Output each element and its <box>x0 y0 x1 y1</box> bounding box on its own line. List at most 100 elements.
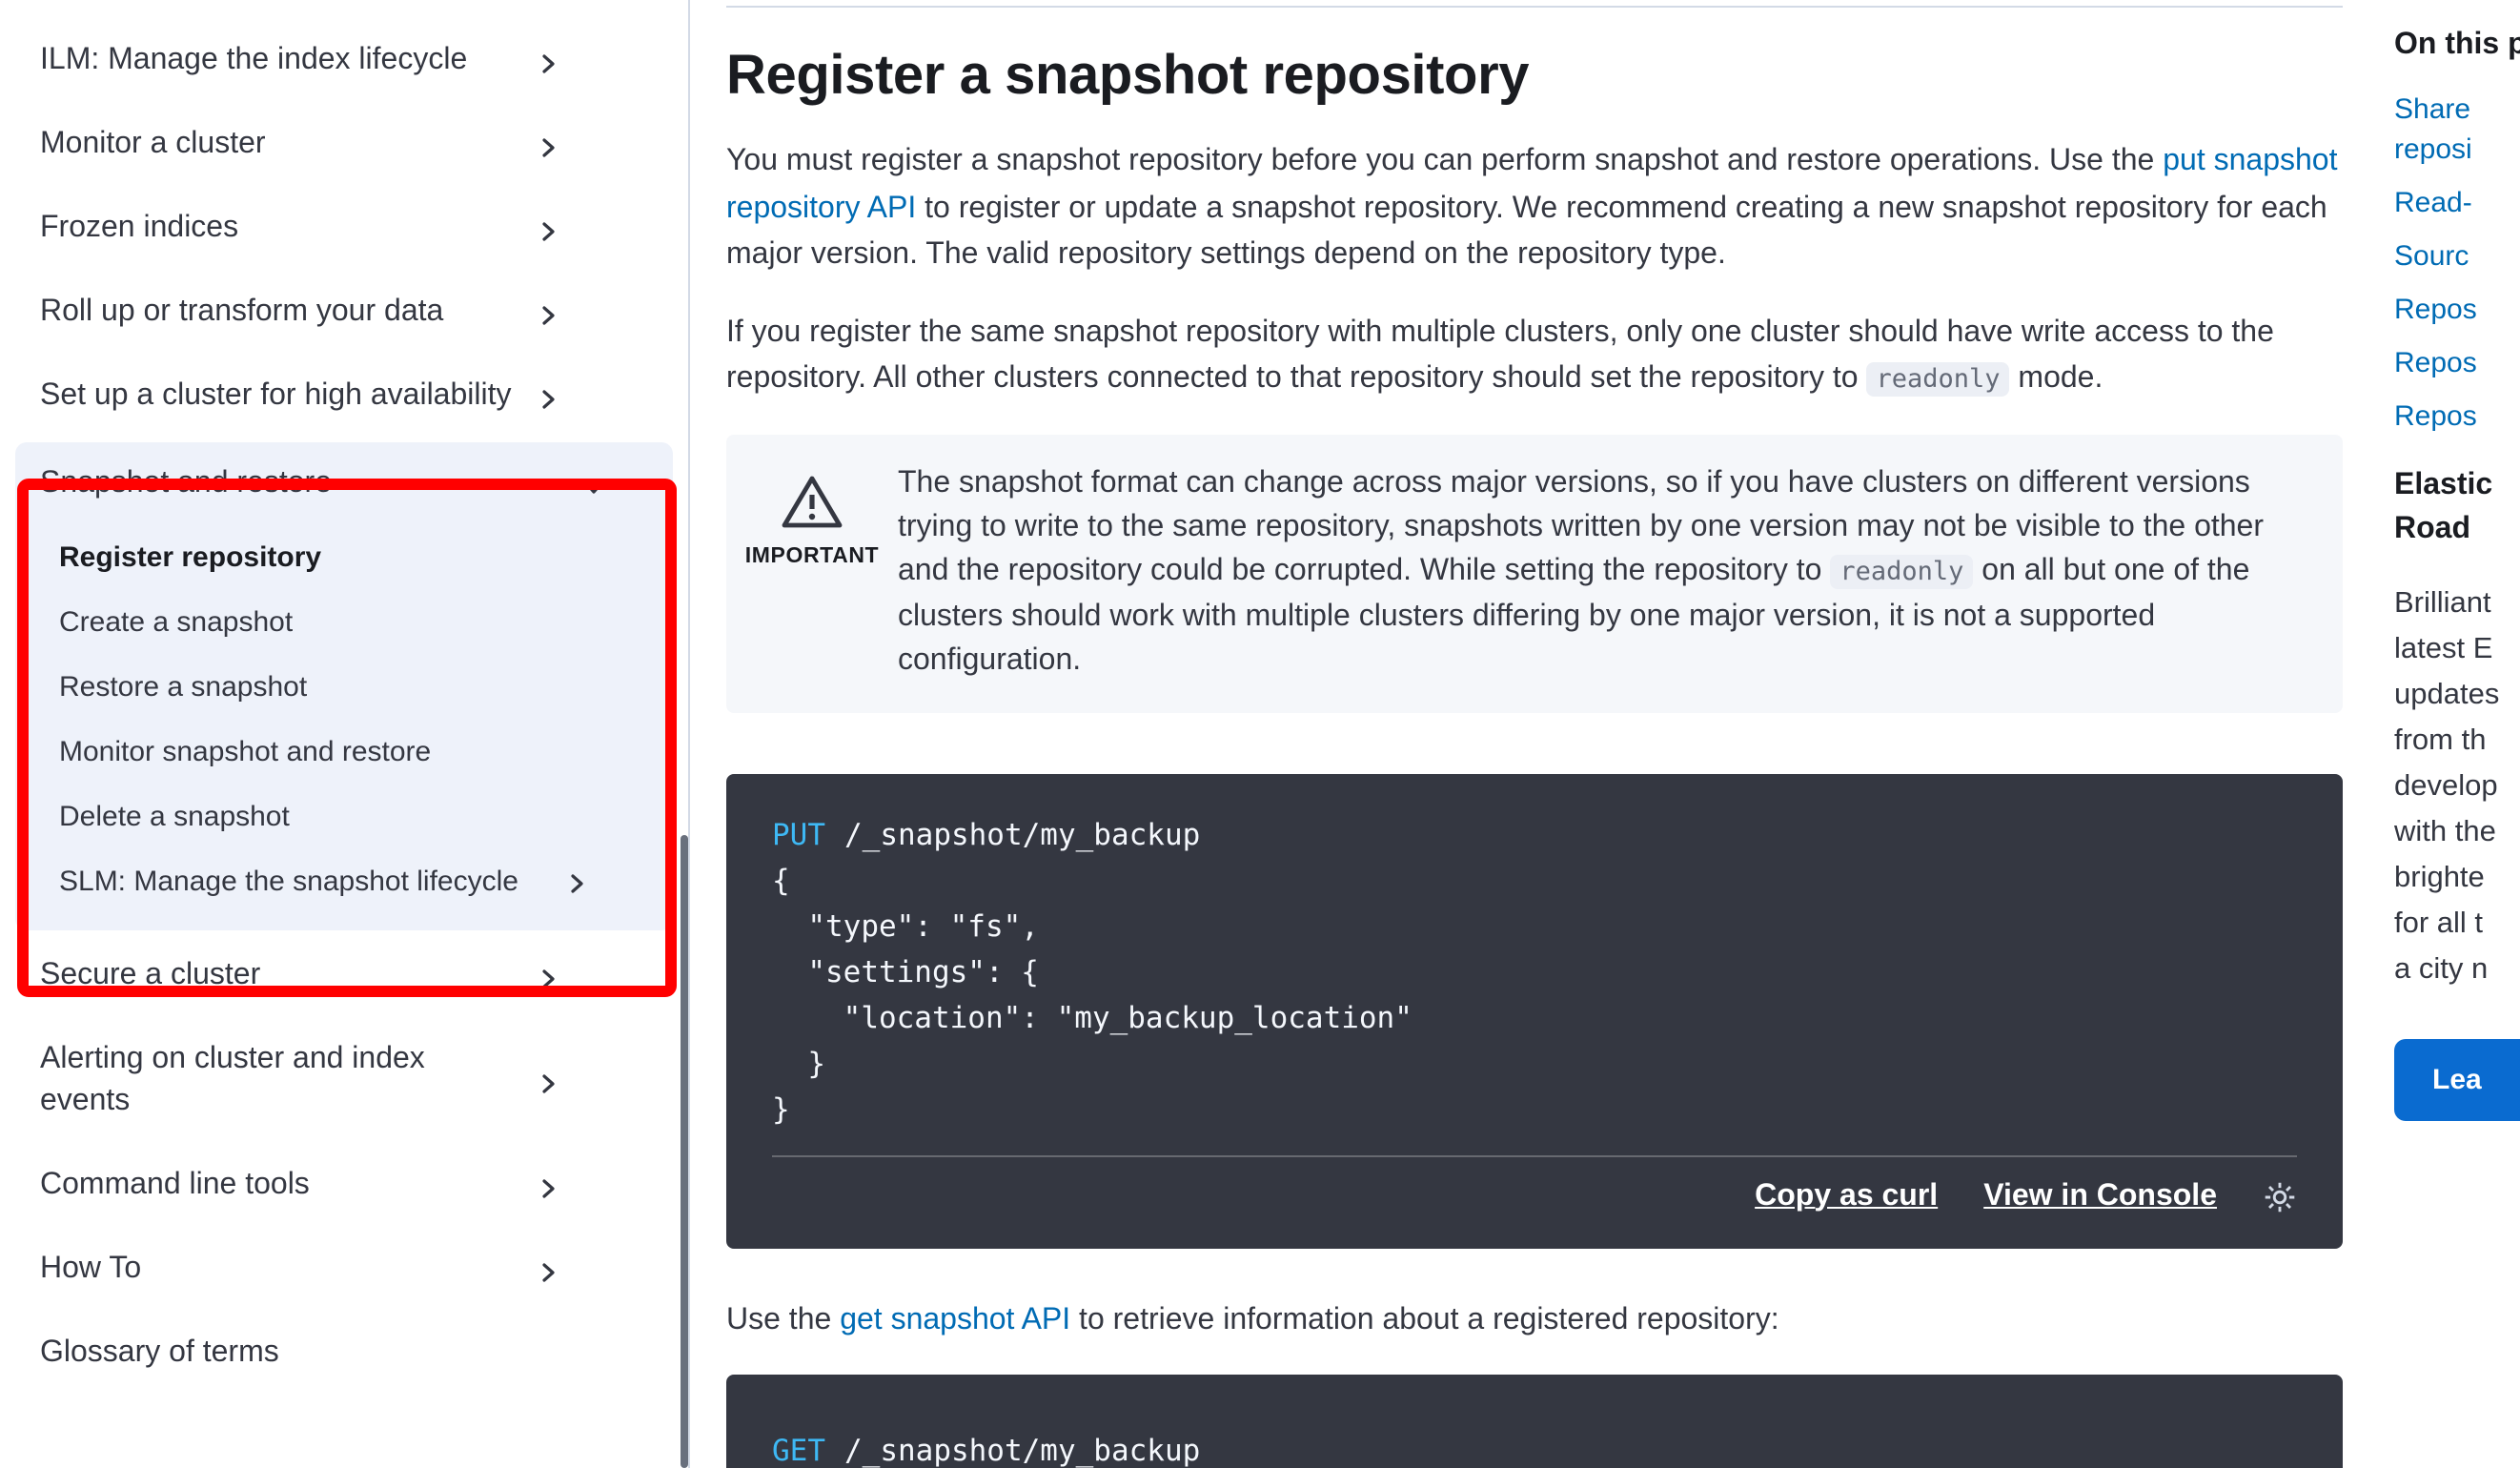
multi-cluster-text-before: If you register the same snapshot reposi… <box>726 316 2274 395</box>
on-this-page-heading: On this p <box>2394 29 2520 61</box>
toc-link-read-only[interactable]: Read- <box>2394 187 2472 219</box>
toc-link-repos-2[interactable]: Repos <box>2394 347 2477 379</box>
sidebar-scrollbar-thumb[interactable] <box>681 835 688 1468</box>
sidebar-item-label: How To <box>40 1253 142 1285</box>
page-title: Register a snapshot repository <box>726 46 1530 107</box>
sidebar-item-label: Register repository <box>59 541 322 574</box>
sidebar-item-label: Monitor a cluster <box>40 128 266 160</box>
chevron-right-icon <box>536 48 560 90</box>
get-text-after: to retrieve information about a register… <box>1070 1303 1779 1335</box>
warning-triangle-icon <box>780 472 844 539</box>
http-method: PUT <box>772 817 825 851</box>
sidebar-item-label: Command line tools <box>40 1169 310 1201</box>
sidebar-item-secure-cluster[interactable]: Secure a cluster <box>0 934 629 1018</box>
sidebar-item-slm[interactable]: SLM: Manage the snapshot lifecycle <box>15 850 673 915</box>
view-in-console-link[interactable]: View in Console <box>1983 1179 2217 1212</box>
sidebar-item-label: ILM: Manage the index lifecycle <box>40 44 468 76</box>
chevron-right-icon <box>536 963 560 1005</box>
sidebar-item-register-repository[interactable]: Register repository <box>15 526 673 591</box>
important-label: IMPORTANT <box>744 544 880 567</box>
sidebar-item-label: Set up a cluster for high availability <box>40 379 512 412</box>
code-request-line: GET /_snapshot/my_backup <box>772 1428 2297 1468</box>
sidebar-item-rollup-transform[interactable]: Roll up or transform your data <box>0 271 629 355</box>
get-snapshot-paragraph: Use the get snapshot API to retrieve inf… <box>726 1297 2343 1344</box>
get-snapshot-api-link[interactable]: get snapshot API <box>840 1303 1071 1335</box>
chevron-right-icon <box>536 1256 560 1298</box>
settings-gear-icon[interactable] <box>2263 1179 2297 1213</box>
code-line: { <box>772 863 790 897</box>
sidebar-item-frozen-indices[interactable]: Frozen indices <box>0 187 629 271</box>
readonly-inline-code: readonly <box>1866 362 2010 397</box>
sidebar-item-label: Alerting on cluster and index events <box>40 1043 425 1117</box>
sidebar-item-label: Create a snapshot <box>59 606 294 639</box>
chevron-right-icon <box>536 132 560 173</box>
sidebar-item-label: Snapshot and restore <box>40 467 332 500</box>
sidebar-item-label: Delete a snapshot <box>59 801 290 833</box>
learn-more-button[interactable]: Lea <box>2394 1039 2520 1121</box>
sidebar-item-delete-snapshot[interactable]: Delete a snapshot <box>15 785 673 850</box>
toc-link-source[interactable]: Sourc <box>2394 240 2469 273</box>
request-path: /_snapshot/my_backup <box>844 817 1201 851</box>
http-method: GET <box>772 1434 825 1468</box>
request-path: /_snapshot/my_backup <box>844 1434 1201 1468</box>
main-content: Register a snapshot repository You must … <box>690 0 2343 1468</box>
toc-link-repos-1[interactable]: Repos <box>2394 294 2477 326</box>
sidebar-item-label: Secure a cluster <box>40 959 261 991</box>
toc-link-shared-repository[interactable]: Share reposi <box>2394 93 2472 166</box>
intro-paragraph: You must register a snapshot repository … <box>726 139 2343 279</box>
multi-cluster-text-after: mode. <box>2009 362 2103 395</box>
sidebar-item-high-availability[interactable]: Set up a cluster for high availability <box>0 355 629 438</box>
sidebar-item-monitor-cluster[interactable]: Monitor a cluster <box>0 103 629 187</box>
chevron-right-icon <box>564 869 589 907</box>
chevron-right-icon <box>536 1068 560 1110</box>
sidebar-item-snapshot-and-restore[interactable]: Snapshot and restore <box>15 442 660 526</box>
right-rail: On this p Share reposi Read- Sourc Repos… <box>2343 0 2520 1468</box>
sidebar-item-label: SLM: Manage the snapshot lifecycle <box>59 866 518 898</box>
callout-text-after: on all but one of the clusters should wo… <box>898 554 2250 676</box>
sidebar-item-how-to[interactable]: How To <box>0 1228 629 1312</box>
sidebar-nav: ILM: Manage the index lifecycle Monitor … <box>0 0 690 1468</box>
sidebar-item-command-line-tools[interactable]: Command line tools <box>0 1144 629 1228</box>
code-line: "location": "my_backup_location" <box>772 1000 1412 1034</box>
chevron-right-icon <box>536 1172 560 1214</box>
promo-heading: Elastic Road <box>2394 469 2493 545</box>
code-line: "settings": { <box>772 954 1039 989</box>
sidebar-item-monitor-snapshot-restore[interactable]: Monitor snapshot and restore <box>15 721 673 785</box>
callout-text-before: The snapshot format can change across ma… <box>898 466 2264 586</box>
code-line: } <box>772 1091 790 1126</box>
chevron-down-icon <box>581 471 606 513</box>
chevron-right-icon <box>536 299 560 341</box>
put-snapshot-repository-api-link[interactable]: put snapshot repository API <box>726 145 2338 224</box>
sidebar-item-label: Monitor snapshot and restore <box>59 736 432 768</box>
readonly-inline-code: readonly <box>1830 554 1974 588</box>
get-text-before: Use the <box>726 1303 841 1335</box>
sidebar-group-snapshot-and-restore: Snapshot and restore Register repository… <box>15 442 673 930</box>
content-top-divider <box>726 6 2343 8</box>
code-line: } <box>772 1046 825 1080</box>
code-block-toolbar: Copy as curl View in Console <box>772 1154 2297 1221</box>
sidebar-item-ilm[interactable]: ILM: Manage the index lifecycle <box>0 19 629 103</box>
intro-text-after: to register or update a snapshot reposit… <box>726 192 2327 271</box>
intro-text-before: You must register a snapshot repository … <box>726 145 2164 177</box>
important-callout: IMPORTANT The snapshot format can change… <box>726 434 2343 712</box>
sidebar-item-label: Glossary of terms <box>40 1336 279 1369</box>
multi-cluster-paragraph: If you register the same snapshot reposi… <box>726 310 2343 403</box>
sidebar-item-alerting[interactable]: Alerting on cluster and index events <box>0 1018 629 1144</box>
code-request-line: PUT /_snapshot/my_backup <box>772 811 2297 857</box>
sidebar-item-label: Roll up or transform your data <box>40 296 444 328</box>
toc-link-repos-3[interactable]: Repos <box>2394 400 2477 433</box>
sidebar-item-glossary[interactable]: Glossary of terms <box>0 1312 629 1396</box>
sidebar-item-create-snapshot[interactable]: Create a snapshot <box>15 591 673 656</box>
chevron-right-icon <box>536 215 560 257</box>
callout-body: The snapshot format can change across ma… <box>898 460 2297 682</box>
chevron-right-icon <box>536 383 560 425</box>
sidebar-item-label: Frozen indices <box>40 212 239 244</box>
code-line: "type": "fs", <box>772 908 1039 943</box>
copy-as-curl-link[interactable]: Copy as curl <box>1755 1179 1939 1212</box>
put-snapshot-code-block: PUT/_snapshot/my_backup { "type": "fs", … <box>726 773 2343 1248</box>
sidebar-item-restore-snapshot[interactable]: Restore a snapshot <box>15 656 673 721</box>
get-snapshot-code-block: GET /_snapshot/my_backup <box>726 1375 2343 1468</box>
callout-aside: IMPORTANT <box>726 460 898 682</box>
promo-body-text: Brilliant latest E updates from th devel… <box>2394 587 2500 986</box>
